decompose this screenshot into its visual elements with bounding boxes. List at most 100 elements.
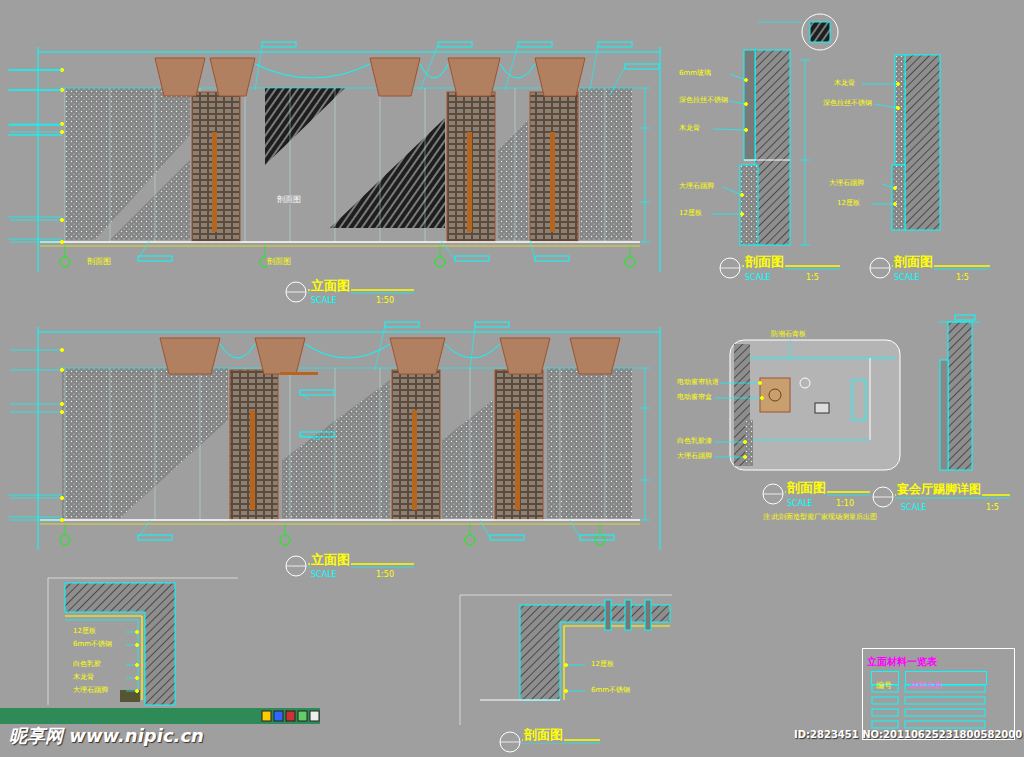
panel-joint [155,368,156,520]
title-bubble [720,258,740,278]
scale-label: SCALE [310,570,338,579]
title-bubble-line [286,292,306,293]
dimension-tick [640,202,650,203]
panel-joint [515,88,516,242]
finish-line [564,625,670,626]
dimension-line [660,327,661,550]
grid-bubble [60,535,70,545]
scale-label: SCALE [900,503,928,512]
stone-skirting [892,165,905,230]
view-title: 剖面图 [893,255,934,270]
callout-tag [598,42,632,47]
title-bubble [500,732,520,752]
skirting-wall [948,322,972,470]
material-callout: 防潮石膏板 [770,330,807,338]
level-tick [8,217,62,218]
panel-joint [290,88,291,242]
material-callout: 白色乳胶漆 [676,437,713,445]
curtain-box [760,378,790,412]
leader-dot [897,107,900,110]
level-tick [10,370,60,371]
scale-value: 1:5 [805,273,820,282]
leader-line [505,45,518,90]
wall-section [65,583,175,705]
level-dot [60,130,63,133]
panel-joint [155,88,156,242]
lamp-symbol [800,378,810,388]
curtain-track [769,389,781,401]
table-name-cell [905,709,985,716]
panel-joint [380,88,381,242]
taskbar-icon [274,711,283,721]
curtain-pelmet [448,58,500,96]
stone-skirting [740,165,758,245]
leader-dot [136,690,139,693]
leader-line [730,74,746,80]
level-tick [8,495,62,496]
dimension-tick [640,242,650,243]
callout-tag [490,535,524,540]
panel-joint [380,368,381,520]
pillar-trim [467,132,472,232]
grid-line [285,524,286,534]
panel-joint [470,368,471,520]
title-bubble-line [873,497,893,498]
table-header: 编号 [876,681,892,691]
grid-line [600,524,601,534]
material-callout: 木龙骨 [72,673,95,681]
panel-joint [65,368,66,520]
leader-line [872,204,895,205]
leader-dot [761,397,764,400]
fixing-bolt [605,600,611,630]
dark-stone-finish [265,88,345,165]
curtain-pelmet [155,58,205,96]
panel-joint [110,88,111,242]
leader-line [714,398,762,399]
wall-section [905,55,940,230]
finish-layer [895,55,905,165]
dotted-wall-finish [580,88,632,240]
scale-label: SCALE [744,273,772,282]
valance-curve [420,64,448,78]
leader-line [714,442,745,443]
leader-line [255,45,262,90]
fixing-bolt [625,600,631,630]
dotted-wall-finish [65,88,190,240]
table-header-cell: 编号 [871,671,899,685]
view-title: 剖面图 [786,481,827,496]
leader-line [138,240,150,259]
finish-line [65,615,142,616]
taskbar-strip [0,708,320,724]
leader-line [375,325,385,370]
brick-pillar [392,370,440,520]
material-callout: 大理石踢脚 [828,179,865,187]
view-title: 立面图 [310,553,351,568]
leader-line [590,45,598,90]
panel-joint [245,88,246,242]
level-tick [10,124,60,125]
dotted-wall-finish [547,368,632,518]
level-tick [10,350,60,351]
watermark: 昵享网 www.nipic.cn [8,726,205,747]
valance-curve [500,64,535,78]
leader-line [470,325,475,370]
material-callout: 6mm不锈钢 [72,640,113,648]
frame-line [460,595,672,596]
leader-line [480,520,490,538]
dimension-tick [640,368,650,369]
frame-line [460,595,461,725]
curtain-pelmet [160,338,220,374]
leader-line [790,340,791,358]
callout-tag [438,42,472,47]
leader-dot [136,644,139,647]
brick-pillar [530,92,578,242]
leader-dot [759,382,762,385]
callout-tag [300,390,334,395]
leader-dot [744,441,747,444]
leader-dot [745,103,748,106]
title-bubble-line [500,742,520,743]
skirting-line [40,246,640,247]
level-tick [10,498,60,499]
